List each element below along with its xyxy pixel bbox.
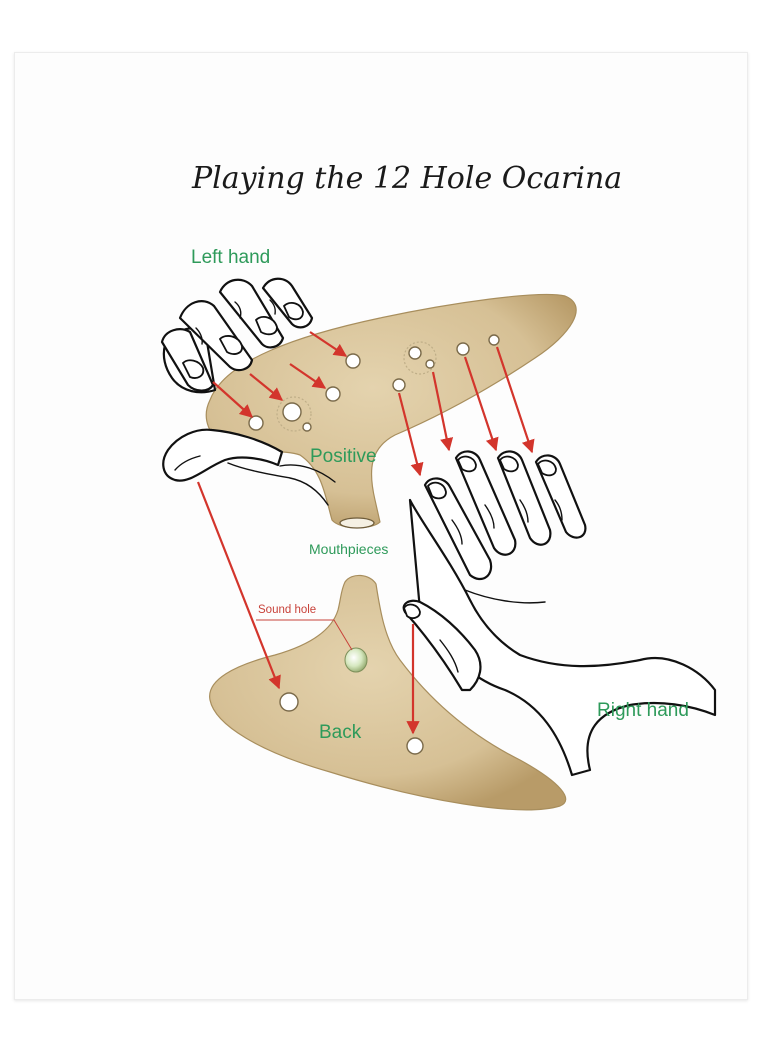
ocarina-back — [209, 574, 567, 811]
left-hand-label: Left hand — [191, 247, 270, 268]
sound-hole — [344, 647, 368, 673]
hole-front-3 — [325, 386, 341, 402]
arrow-right-4 — [495, 346, 535, 454]
ocarina-front — [205, 293, 577, 529]
hole-front-7 — [456, 342, 470, 356]
hole-front-6-highlight — [403, 341, 437, 375]
hole-front-6-large — [408, 346, 422, 360]
hole-front-6-small — [425, 359, 435, 369]
diagram-title: Playing the 12 Hole Ocarina — [191, 161, 622, 196]
arrow-left-2 — [249, 373, 284, 401]
arrow-right-3 — [463, 356, 499, 452]
arrow-left-1 — [212, 381, 253, 418]
arrow-right-1 — [397, 392, 424, 477]
hole-front-2-small — [302, 422, 312, 432]
hole-front-8 — [488, 334, 500, 346]
sound-hole-leader-line — [256, 619, 353, 651]
hole-front-4 — [345, 353, 361, 369]
arrow-right-2 — [431, 371, 454, 452]
hole-back-left — [279, 692, 299, 712]
hole-front-5 — [392, 378, 406, 392]
hole-back-right — [406, 737, 424, 755]
right-hand-illustration — [402, 450, 717, 777]
mouthpieces-label: Mouthpieces — [309, 541, 388, 557]
arrow-left-3 — [289, 363, 327, 389]
back-label: Back — [319, 722, 362, 743]
hole-front-2-large — [282, 402, 302, 422]
arrow-left-thumb — [196, 481, 281, 690]
finger-arrows — [196, 331, 535, 735]
left-hand-illustration — [160, 277, 336, 506]
hole-front-1 — [248, 415, 264, 431]
arrow-left-4 — [309, 331, 348, 357]
hole-front-2-highlight — [276, 396, 312, 432]
mouthpiece-windway — [339, 517, 375, 529]
positive-label: Positive — [310, 446, 377, 467]
diagram-card — [14, 52, 748, 1000]
right-hand-label: Right hand — [597, 700, 689, 721]
sound-hole-label: Sound hole — [258, 604, 316, 616]
